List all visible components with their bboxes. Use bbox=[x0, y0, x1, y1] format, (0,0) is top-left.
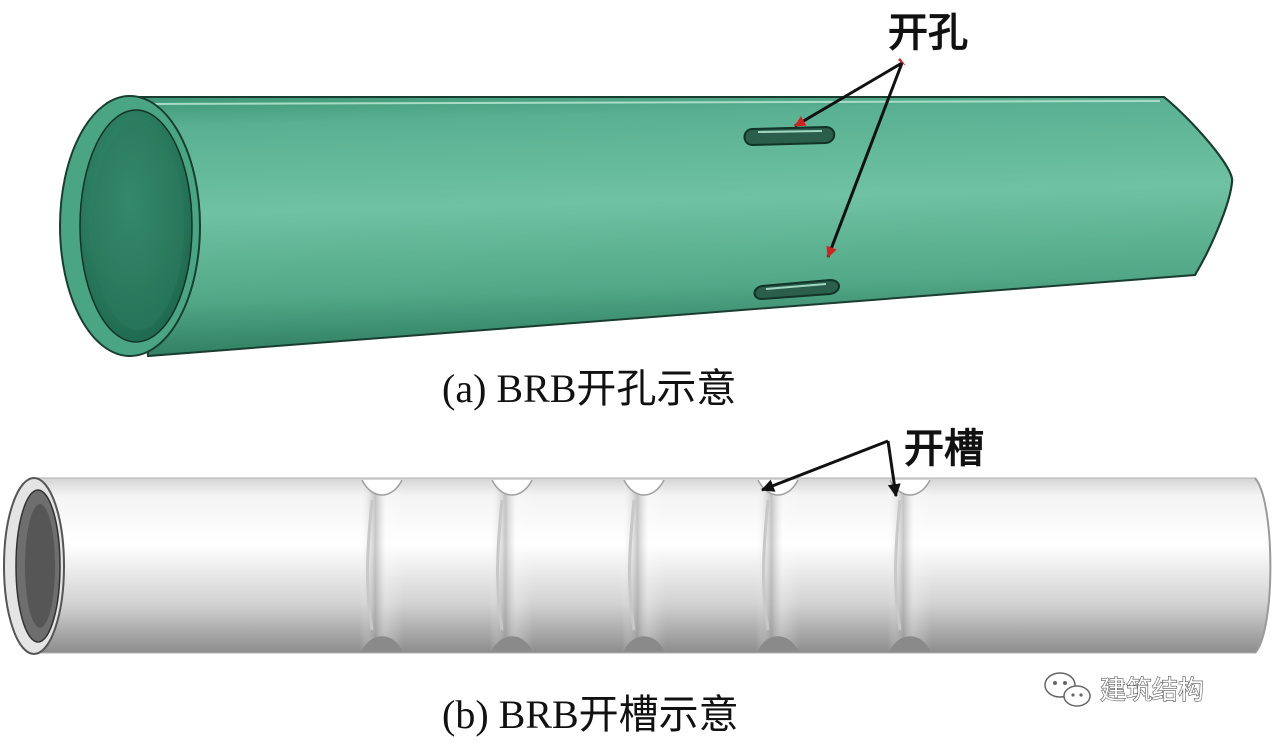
bottom-figure: 开槽 (b) BRB开槽示意 bbox=[3, 426, 1272, 737]
groove-callout-label: 开槽 bbox=[904, 426, 984, 472]
hole-upper bbox=[743, 125, 836, 147]
groove-3 bbox=[622, 478, 666, 653]
watermark-text: 建筑结构 bbox=[1100, 676, 1204, 706]
groove-callout-arrows bbox=[760, 439, 901, 498]
hole-callout-label: 开孔 bbox=[888, 10, 968, 56]
wechat-icon bbox=[1044, 672, 1091, 707]
groove-1 bbox=[360, 478, 404, 653]
top-figure-caption: (a) BRB开孔示意 bbox=[442, 366, 736, 411]
top-figure: 开孔 (a) BRB开孔示意 bbox=[59, 10, 1234, 411]
groove-2 bbox=[490, 478, 534, 653]
groove-4 bbox=[756, 478, 800, 653]
watermark: 建筑结构 bbox=[1044, 672, 1205, 707]
green-tube bbox=[59, 95, 1234, 358]
white-tube bbox=[3, 477, 1272, 655]
groove-5 bbox=[888, 478, 932, 653]
bottom-figure-caption: (b) BRB开槽示意 bbox=[442, 692, 739, 737]
hole-lower bbox=[753, 278, 840, 301]
hole-callout-arrows bbox=[794, 58, 906, 258]
